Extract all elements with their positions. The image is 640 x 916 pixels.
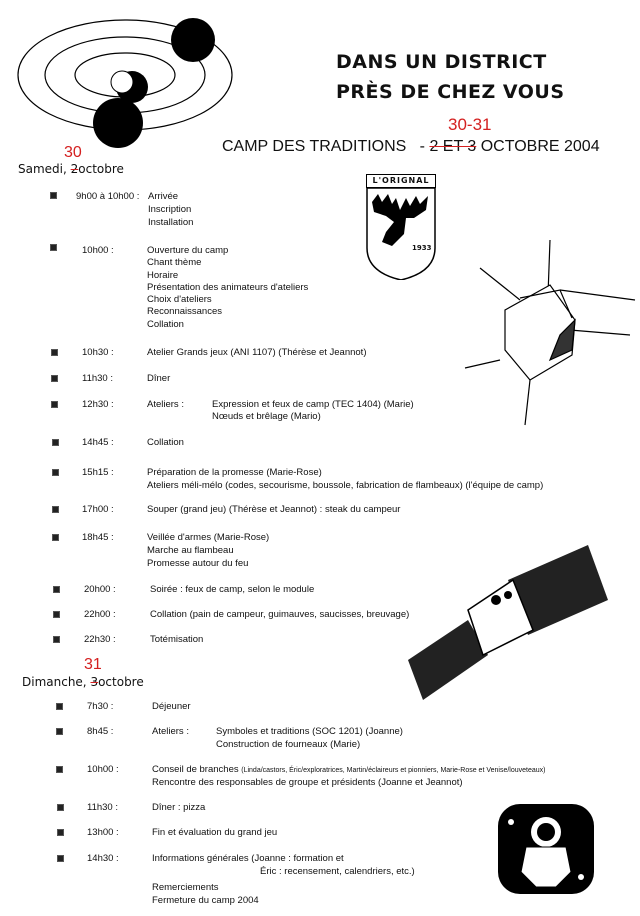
schedule-text: Symboles et traditions (SOC 1201) (Joann… xyxy=(216,726,403,737)
schedule-text: Informations générales (Joanne : formati… xyxy=(152,853,344,864)
schedule-text: CAMP DES TRADITIONS - xyxy=(222,138,430,155)
bullet-icon xyxy=(57,804,64,811)
schedule-text: Collation xyxy=(147,319,184,330)
schedule-text: Ateliers : xyxy=(147,399,184,410)
time-label: 11h30 : xyxy=(82,373,113,384)
schedule-text: Ouverture du camp xyxy=(147,245,229,256)
schedule-text: Dîner : pizza xyxy=(152,802,206,813)
schedule-text: Fin et évaluation du grand jeu xyxy=(152,827,278,838)
schedule-text: Promesse autour du feu xyxy=(147,558,249,569)
time-label: 9h00 à 10h00 : xyxy=(76,191,140,202)
schedule-text: 2 xyxy=(70,162,79,176)
saturday-correction: 30 xyxy=(64,144,82,161)
schedule-text: 3 xyxy=(90,675,99,689)
sunday-correction: 31 xyxy=(84,656,102,673)
schedule-text: Arrivée xyxy=(148,191,179,202)
time-label: 18h45 : xyxy=(82,532,114,543)
bullet-icon xyxy=(53,611,60,618)
schedule-text: Collation xyxy=(147,437,184,448)
bullet-icon xyxy=(56,766,63,773)
schedule-text: Inscription xyxy=(148,204,192,215)
schedule-text: Marche au flambeau xyxy=(147,545,234,556)
time-label: 8h45 : xyxy=(87,726,114,737)
time-label: 12h30 : xyxy=(82,399,114,410)
bullet-icon xyxy=(50,244,57,251)
bullet-icon xyxy=(53,586,60,593)
schedule-text: Horaire xyxy=(147,270,179,281)
time-label: 10h00 : xyxy=(82,245,114,256)
schedule-text: Remerciements xyxy=(152,882,219,893)
time-label: 14h30 : xyxy=(87,853,119,864)
schedule-text: Dimanche, xyxy=(22,675,91,689)
schedule-text: octobre xyxy=(78,162,124,176)
time-label: 14h45 : xyxy=(82,437,114,448)
bullet-icon xyxy=(51,375,58,382)
schedule-text: Conseil de branches xyxy=(152,764,239,775)
title-line-1: DANS UN DISTRICT xyxy=(336,51,547,73)
time-label: 13h00 : xyxy=(87,827,119,838)
schedule-text: Rencontre des responsables de groupe et … xyxy=(152,777,463,788)
schedule-text: Construction de fourneaux (Marie) xyxy=(216,739,361,750)
time-label: 15h15 : xyxy=(82,467,114,478)
logo-year: 1933 xyxy=(412,244,432,252)
schedule-text: Déjeuner xyxy=(152,701,191,712)
schedule-text: Collation (pain de campeur, guimauves, s… xyxy=(150,609,410,620)
logo-name: L'ORIGNAL xyxy=(366,174,436,188)
time-label: 17h00 : xyxy=(82,504,114,515)
attendee-note: (Linda/castors, Éric/exploratrices, Mart… xyxy=(241,767,546,774)
bullet-icon xyxy=(52,439,59,446)
time-label: 22h30 : xyxy=(84,634,116,645)
bullet-icon xyxy=(52,506,59,513)
schedule-text: Conseil de branches (Linda/castors, Éric… xyxy=(152,764,546,777)
schedule-text: Reconnaissances xyxy=(147,306,222,317)
time-label: 20h00 : xyxy=(84,584,116,595)
schedule-text: Veillée d'armes (Marie-Rose) xyxy=(147,532,270,543)
bullet-icon xyxy=(53,636,60,643)
schedule-text: Atelier Grands jeux (ANI 1107) (Thérèse … xyxy=(147,347,367,358)
schedule-text: Soirée : feux de camp, selon le module xyxy=(150,584,315,595)
schedule-text: Dîner xyxy=(147,373,171,384)
time-label: 7h30 : xyxy=(87,701,114,712)
sunday-heading: Dimanche, 3octobre xyxy=(22,675,144,689)
time-label: 11h30 : xyxy=(87,802,118,813)
bullet-icon xyxy=(51,349,58,356)
schedule-text: Chant thème xyxy=(147,257,202,268)
schedule-text: Ateliers méli-mélo (codes, secourisme, b… xyxy=(147,480,544,491)
schedule-text: Éric : recensement, calendriers, etc.) xyxy=(260,866,415,877)
schedule-text: Nœuds et brêlage (Mario) xyxy=(212,411,321,422)
schedule-text: Présentation des animateurs d'ateliers xyxy=(147,282,309,293)
time-label: 10h30 : xyxy=(82,347,114,358)
title-line-2: PRÈS DE CHEZ VOUS xyxy=(336,81,565,103)
bullet-icon xyxy=(50,192,57,199)
bullet-icon xyxy=(52,469,59,476)
saturday-heading: Samedi, 2octobre xyxy=(18,162,124,176)
bullet-icon xyxy=(57,829,64,836)
bullet-icon xyxy=(57,855,64,862)
date-correction: 30-31 xyxy=(448,115,492,134)
subtitle: CAMP DES TRADITIONS - 2 ET 3 OCTOBRE 200… xyxy=(222,137,600,156)
time-label: 10h00 : xyxy=(87,764,119,775)
schedule-text: Expression et feux de camp (TEC 1404) (M… xyxy=(212,399,414,410)
satellite-bottom-icon xyxy=(408,545,608,700)
orignal-logo: L'ORIGNAL 1933 xyxy=(366,174,436,280)
bullet-icon xyxy=(56,728,63,735)
schedule-text: Choix d'ateliers xyxy=(147,294,212,305)
schedule-text: Ateliers : xyxy=(152,726,189,737)
satellite-top-icon xyxy=(464,240,636,426)
schedule-text: Samedi, xyxy=(18,162,71,176)
bullet-icon xyxy=(52,534,59,541)
schedule-text: Souper (grand jeu) (Thérèse et Jeannot) … xyxy=(147,504,401,515)
bullet-icon xyxy=(56,703,63,710)
time-label: 22h00 : xyxy=(84,609,116,620)
struck-dates: 2 ET 3 xyxy=(429,138,477,155)
schedule-text: octobre xyxy=(98,675,144,689)
schedule-text: Installation xyxy=(148,217,194,228)
bullet-icon xyxy=(51,401,58,408)
schedule-text: Fermeture du camp 2004 xyxy=(152,895,259,906)
schedule-text: Totémisation xyxy=(150,634,204,645)
schedule-text: OCTOBRE 2004 xyxy=(476,138,600,155)
orbit-graphic xyxy=(17,18,233,148)
astronaut-icon xyxy=(498,804,594,894)
schedule-text: Préparation de la promesse (Marie-Rose) xyxy=(147,467,322,478)
